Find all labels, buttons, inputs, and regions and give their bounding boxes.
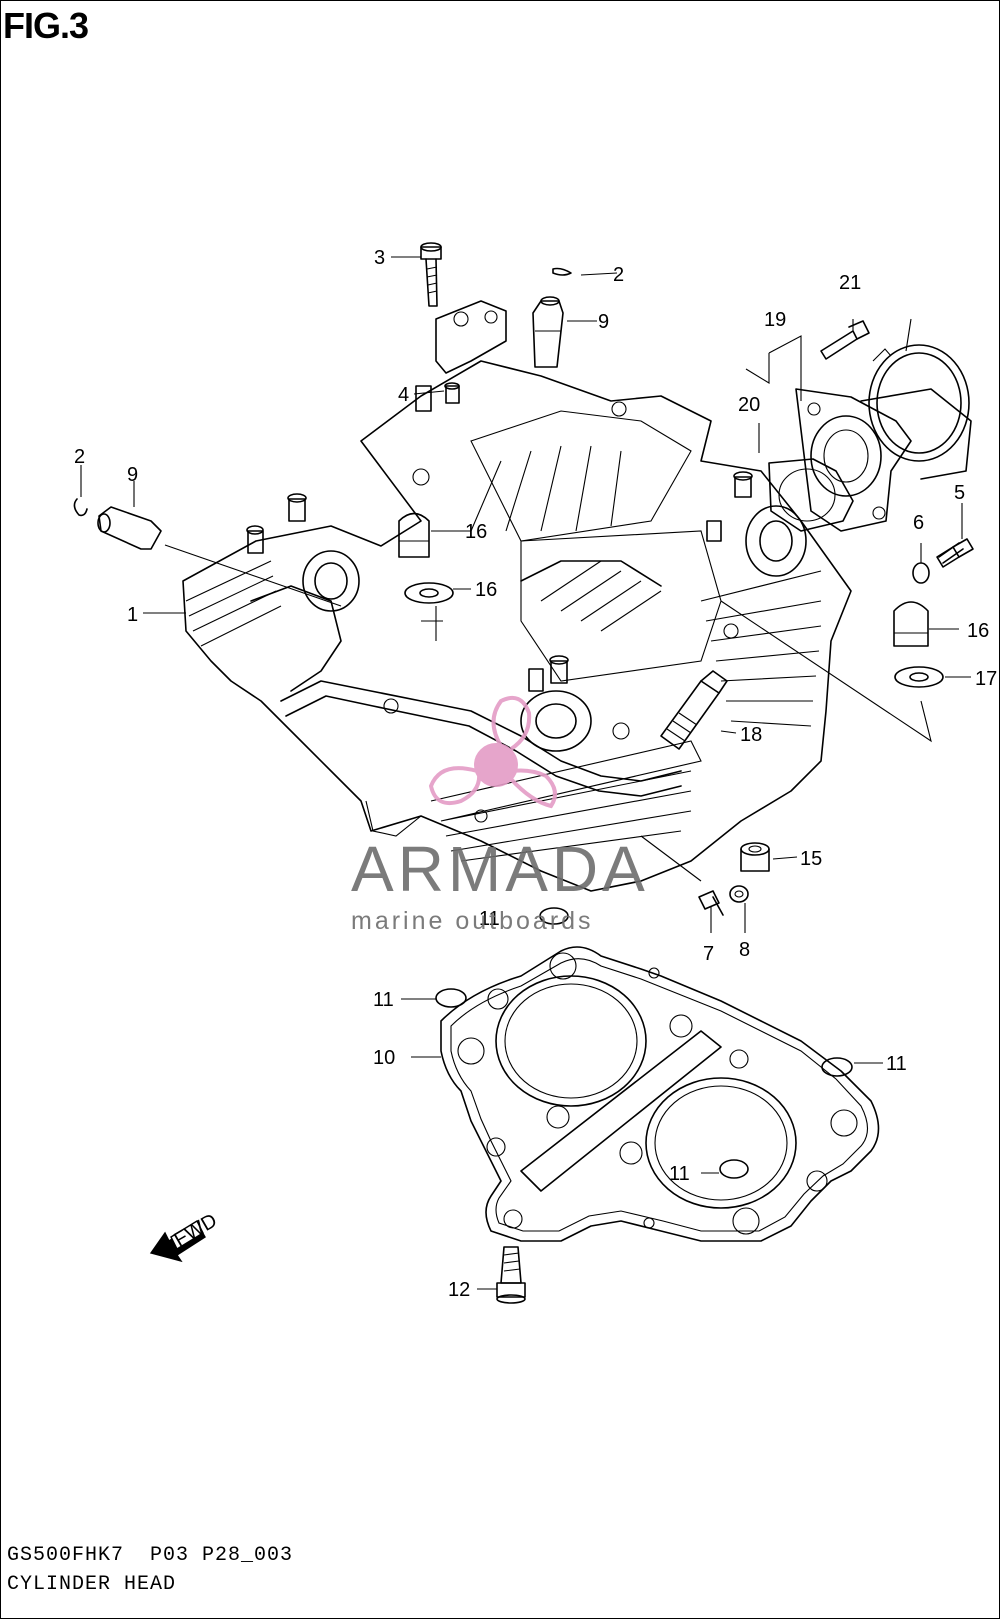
part-3-bolt bbox=[420, 242, 442, 307]
part-17-spark-plug bbox=[660, 670, 728, 750]
callout-14: 16 bbox=[465, 521, 487, 543]
leader-lines bbox=[80, 256, 971, 1290]
part-2-clip-left bbox=[73, 498, 88, 517]
part-5-bolt bbox=[936, 538, 974, 568]
part-9-valve-guide-left bbox=[97, 506, 162, 550]
callout-13: 15 bbox=[800, 848, 822, 870]
part-16-washer-b bbox=[894, 666, 944, 688]
callout-7: 7 bbox=[703, 943, 714, 965]
part-9-valve-guide-top bbox=[532, 296, 564, 368]
callout-11-left: 11 bbox=[373, 989, 394, 1011]
callout-labels: 3 2 9 4 2 9 16 16 1 18 19 20 21 5 6 16 1… bbox=[74, 247, 997, 1301]
callout-10: 10 bbox=[373, 1047, 395, 1069]
callout-17: 18 bbox=[740, 724, 762, 746]
part-18-intake-pipe bbox=[795, 388, 972, 532]
callout-12: 12 bbox=[448, 1279, 470, 1301]
watermark-logo: ARMADA marine outboards bbox=[351, 696, 649, 935]
part-6-washer bbox=[912, 562, 930, 584]
callout-11-bore: 11 bbox=[669, 1163, 690, 1185]
part-20-bolt bbox=[820, 320, 870, 360]
callout-15: 16 bbox=[967, 620, 989, 642]
cylinder-head bbox=[182, 360, 852, 892]
watermark-brand: ARMADA bbox=[351, 833, 649, 905]
fwd-label: FWD bbox=[171, 1210, 221, 1252]
callout-5: 5 bbox=[954, 482, 965, 504]
part-11-oring-c bbox=[821, 1057, 853, 1077]
callout-16-left: 16 bbox=[475, 579, 497, 601]
callout-16-right: 17 bbox=[975, 668, 997, 690]
callout-9-top: 9 bbox=[598, 311, 609, 333]
callout-1: 1 bbox=[127, 604, 138, 626]
part-2-clip-top bbox=[552, 267, 572, 276]
callout-18: 19 bbox=[764, 309, 786, 331]
part-7-screw bbox=[698, 890, 724, 916]
part-16-washer-a bbox=[404, 582, 454, 604]
callout-6: 6 bbox=[913, 512, 924, 534]
propeller-logo-icon bbox=[428, 696, 557, 809]
watermark-tagline: marine outboards bbox=[351, 907, 594, 935]
part-4-cam-holder bbox=[435, 300, 507, 404]
forward-direction-arrow-icon: FWD bbox=[149, 1210, 221, 1263]
part-13-dowel bbox=[740, 842, 770, 872]
callout-11-head: 11 bbox=[479, 908, 500, 930]
part-11-oring-b bbox=[435, 988, 467, 1008]
callout-11-right: 11 bbox=[886, 1053, 907, 1075]
callout-9-left: 9 bbox=[127, 464, 138, 486]
callout-8: 8 bbox=[739, 939, 750, 961]
part-11-oring-a bbox=[539, 907, 569, 925]
part-8-screw bbox=[729, 885, 749, 903]
part-10-head-gasket bbox=[440, 946, 880, 1242]
callout-4: 4 bbox=[398, 384, 409, 406]
part-19-gasket bbox=[768, 458, 854, 532]
part-14-cap-nut bbox=[398, 512, 430, 558]
callout-2-top: 2 bbox=[613, 264, 624, 286]
figure-title: FIG.3 bbox=[3, 5, 89, 46]
part-15-cap-nut bbox=[893, 601, 929, 647]
callout-2-left: 2 bbox=[74, 446, 85, 468]
callout-20: 21 bbox=[839, 272, 861, 294]
part-11-oring-d bbox=[719, 1159, 749, 1179]
callout-3: 3 bbox=[374, 247, 385, 269]
section-name: CYLINDER HEAD bbox=[7, 1573, 177, 1596]
part-12-bolt bbox=[496, 1246, 526, 1304]
model-code: GS500FHK7 P03 P28_003 bbox=[7, 1544, 294, 1567]
part-21-hose-clamp bbox=[868, 344, 970, 462]
callout-19: 20 bbox=[738, 394, 760, 416]
